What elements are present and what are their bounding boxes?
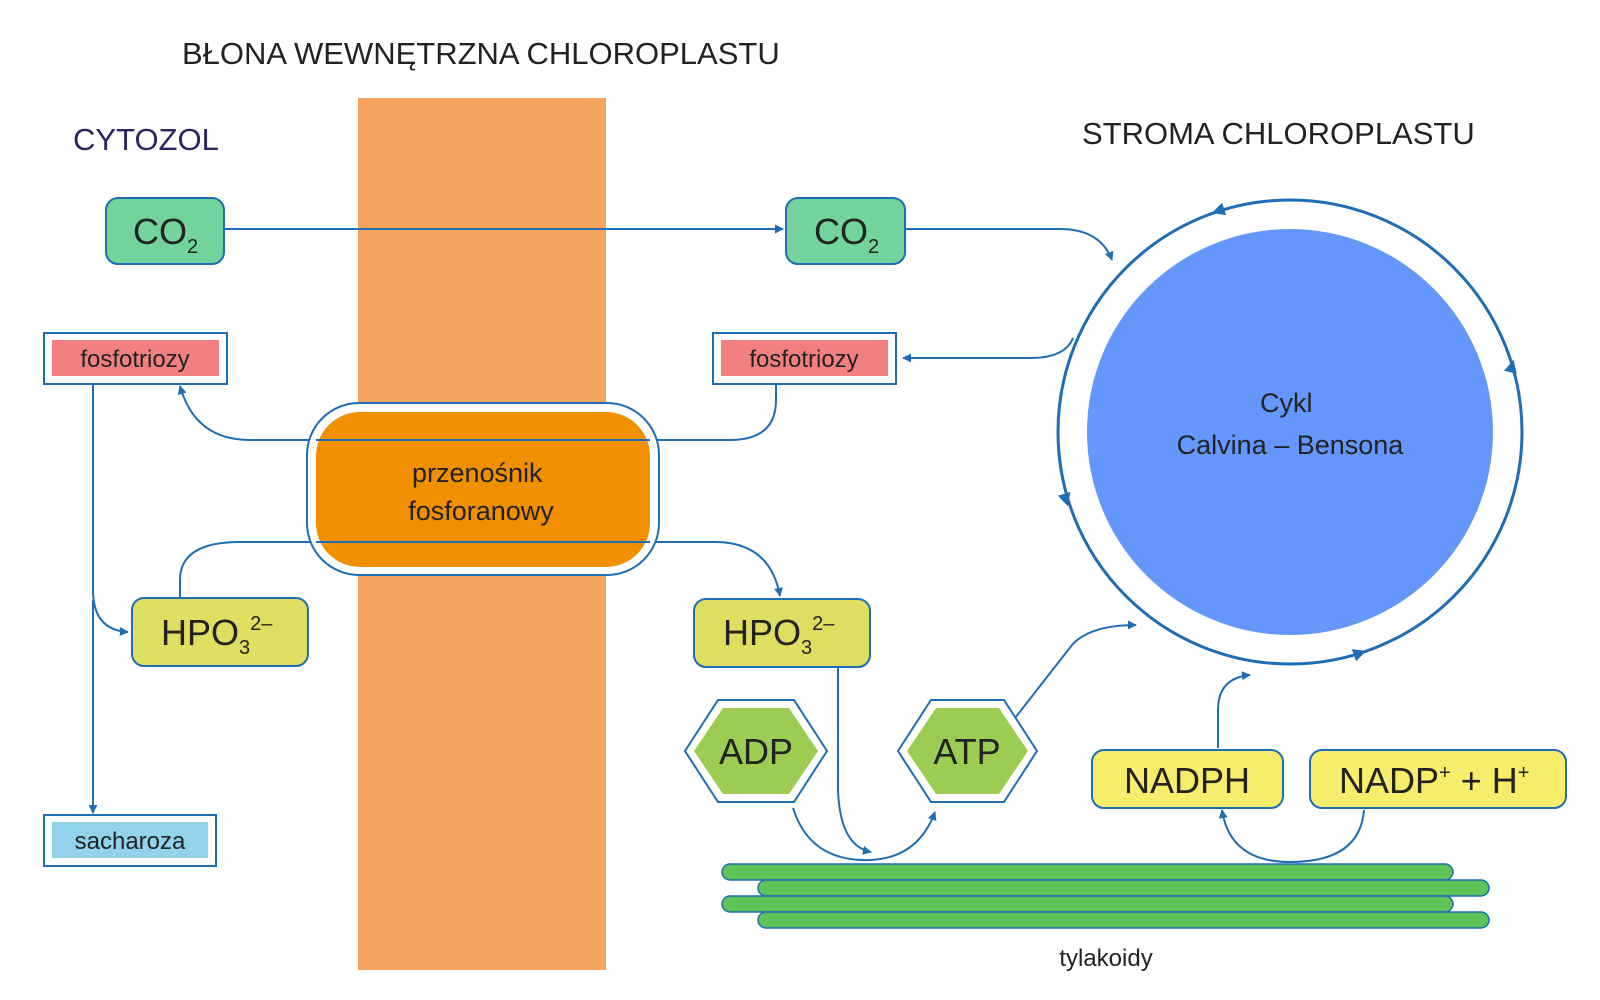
- co2-stroma-box: [785, 197, 906, 265]
- transporter-body: [316, 412, 650, 567]
- atp-label: ATP: [933, 731, 1000, 772]
- phosphate-cytosol-box: [131, 597, 309, 667]
- calvin-cycle-ring: [1056, 198, 1524, 666]
- co2-stroma-label: CO2: [814, 211, 879, 258]
- thylakoid-2: [757, 879, 1490, 897]
- nadph-label: NADPH: [1124, 760, 1250, 801]
- atp-hexagon: [907, 708, 1028, 794]
- arrow-adp-to-thylakoid: [792, 807, 937, 862]
- triose-stroma-fill: [721, 340, 888, 376]
- arrow-triose-to-phosphate: [92, 384, 129, 637]
- arrow-cycle-to-triose: [902, 337, 1074, 363]
- arrow-atp-to-cycle: [1014, 620, 1137, 719]
- nadp-box: [1309, 749, 1567, 809]
- phosphate-stroma-label: HPO32–: [723, 612, 835, 659]
- cytosol-title: CYTOZOL: [73, 122, 219, 157]
- calvin-cycle-disc: [1087, 229, 1493, 635]
- membrane-title: BŁONA WEWNĘTRZNA CHLOROPLASTU: [182, 36, 780, 71]
- nadph-box: [1091, 749, 1284, 809]
- calvin-cycle-label: Cykl Calvina – Bensona: [1177, 388, 1405, 460]
- triose-cytosol-fill: [52, 340, 219, 376]
- adp-hexagon: [694, 708, 818, 794]
- arrow-phosphate-to-thylakoid: [837, 667, 872, 855]
- sucrose-fill: [52, 822, 208, 858]
- adp-label: ADP: [719, 731, 793, 772]
- triose-stroma-label: fosfotriozy: [749, 346, 858, 373]
- arrow-nadp-to-nadph: [1218, 809, 1365, 864]
- phosphate-cytosol-label: HPO32–: [161, 612, 273, 659]
- thylakoid-label: tylakoidy: [1059, 945, 1152, 972]
- co2-cytosol-box: [105, 197, 225, 265]
- thylakoid-4: [757, 911, 1490, 929]
- phosphate-stroma-box: [693, 598, 871, 668]
- thylakoid-3: [721, 895, 1454, 913]
- nadp-label: NADP+ + H+: [1339, 760, 1529, 801]
- arrow-nadph-to-cycle: [1217, 671, 1251, 748]
- transporter-label: przenośnik fosforanowy: [408, 458, 554, 526]
- arrow-triose-export: [177, 384, 777, 441]
- thylakoid-1: [721, 863, 1454, 881]
- sucrose-label: sacharoza: [75, 828, 186, 855]
- triose-cytosol-label: fosfotriozy: [80, 346, 189, 373]
- arrow-co2-to-cycle: [905, 228, 1114, 261]
- co2-cytosol-label: CO2: [133, 211, 198, 258]
- stroma-title: STROMA CHLOROPLASTU: [1082, 116, 1475, 151]
